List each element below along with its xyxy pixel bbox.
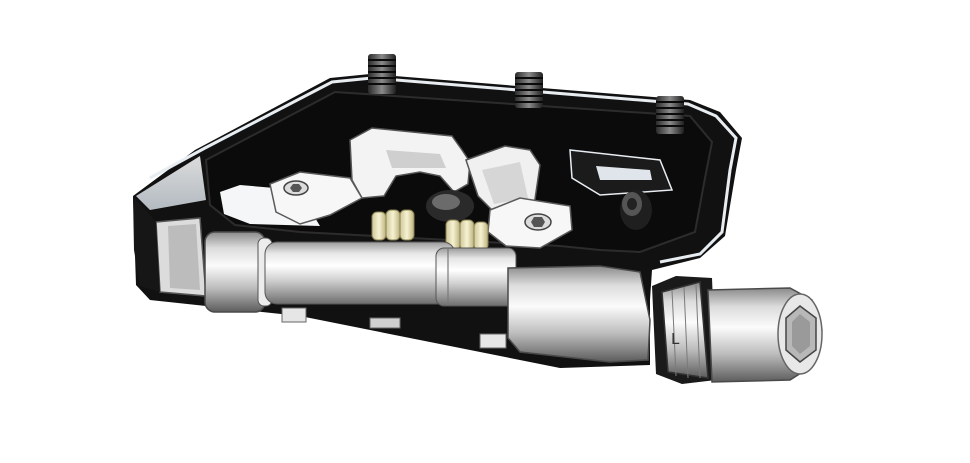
axle-engraving: L — [671, 330, 680, 348]
spindle: L — [155, 217, 823, 384]
set-screw-icon — [656, 96, 684, 134]
bearing-icon: L — [652, 276, 716, 384]
spring-icon — [371, 209, 415, 241]
hex-socket-icon — [283, 180, 309, 196]
hex-bolt — [620, 190, 652, 230]
pedal-body — [133, 74, 742, 368]
spring-right — [445, 219, 489, 251]
bearing-icon — [155, 217, 273, 313]
hex-socket-icon — [785, 305, 817, 363]
binding-mechanism — [269, 127, 573, 249]
set-screw-right — [656, 96, 684, 134]
spring-left — [371, 209, 415, 241]
hex-socket-icon — [524, 213, 552, 231]
set-screw-icon — [368, 54, 396, 94]
set-screw-left — [368, 54, 396, 94]
spring-icon — [445, 219, 489, 251]
set-screw-icon — [515, 72, 543, 108]
set-screw-center — [515, 72, 543, 108]
